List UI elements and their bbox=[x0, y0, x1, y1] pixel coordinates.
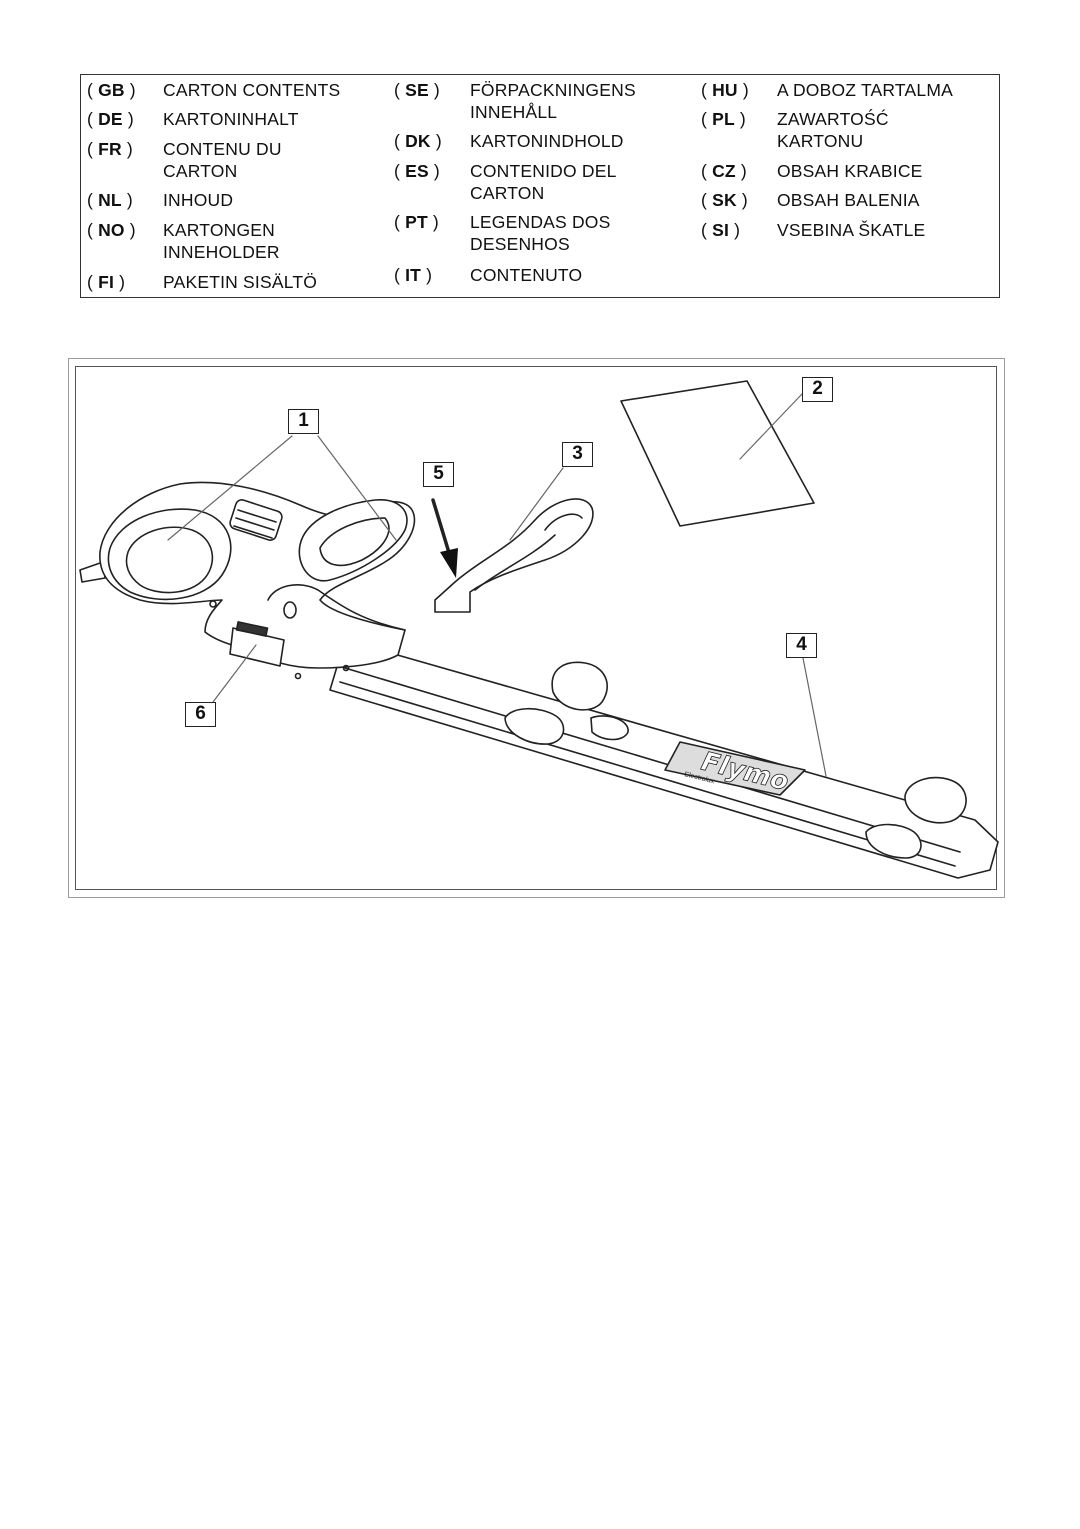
language-row-it: ( IT ) CONTENUTO bbox=[394, 264, 685, 286]
callout-3: 3 bbox=[562, 442, 593, 467]
manual-sheet bbox=[620, 380, 815, 527]
language-label: OBSAH KRABICE bbox=[777, 161, 923, 181]
language-row-es: ( ES ) CONTENIDO DEL CARTON bbox=[394, 160, 685, 204]
illustration-inner-border bbox=[75, 366, 997, 890]
insertion-arrow bbox=[431, 498, 458, 578]
language-row-no: ( NO ) KARTONGEN INNEHOLDER bbox=[87, 219, 378, 263]
leader-lines bbox=[167, 393, 827, 777]
language-code: PT bbox=[405, 212, 428, 232]
language-code: PL bbox=[712, 109, 735, 129]
language-code: GB bbox=[98, 80, 125, 100]
language-label: ZAWARTOŚĆ KARTONU bbox=[777, 109, 889, 151]
language-label: FÖRPACKNINGENS INNEHÅLL bbox=[470, 80, 636, 122]
language-row-sk: ( SK ) OBSAH BALENIA bbox=[701, 189, 992, 211]
language-code: SI bbox=[712, 220, 730, 240]
language-code: NL bbox=[98, 190, 122, 210]
language-row-fi: ( FI ) PAKETIN SISÄLTÖ bbox=[87, 271, 378, 293]
language-row-de: ( DE ) KARTONINHALT bbox=[87, 108, 378, 130]
language-code: FI bbox=[98, 272, 115, 292]
language-code: CZ bbox=[712, 161, 736, 181]
language-code: SE bbox=[405, 80, 429, 100]
language-row-si: ( SI ) VSEBINA ŠKATLE bbox=[701, 219, 992, 241]
illustration-frame bbox=[68, 358, 1005, 898]
callout-2: 2 bbox=[802, 377, 833, 402]
callout-6: 6 bbox=[185, 702, 216, 727]
language-row-pl: ( PL ) ZAWARTOŚĆ KARTONU bbox=[701, 108, 992, 152]
language-label: KARTONGEN INNEHOLDER bbox=[163, 220, 280, 262]
language-label: CONTENIDO DEL CARTON bbox=[470, 161, 617, 203]
language-label: A DOBOZ TARTALMA bbox=[777, 80, 953, 100]
callout-4: 4 bbox=[786, 633, 817, 658]
language-code: FR bbox=[98, 139, 122, 159]
language-row-dk: ( DK ) KARTONINDHOLD bbox=[394, 130, 685, 152]
language-label: OBSAH BALENIA bbox=[777, 190, 920, 210]
language-table: ( GB ) CARTON CONTENTS ( DE ) KARTONINHA… bbox=[80, 74, 1000, 298]
language-label: LEGENDAS DOS DESENHOS bbox=[470, 212, 611, 254]
main-body bbox=[79, 481, 416, 680]
language-row-hu: ( HU ) A DOBOZ TARTALMA bbox=[701, 79, 992, 101]
language-label: VSEBINA ŠKATLE bbox=[777, 220, 926, 240]
language-label: KARTONINHALT bbox=[163, 109, 299, 129]
language-code: DE bbox=[98, 109, 123, 129]
blade-bar bbox=[329, 639, 999, 879]
language-label: CARTON CONTENTS bbox=[163, 80, 341, 100]
language-code: SK bbox=[712, 190, 737, 210]
language-row-cz: ( CZ ) OBSAH KRABICE bbox=[701, 160, 992, 182]
language-code: NO bbox=[98, 220, 125, 240]
callout-1: 1 bbox=[288, 409, 319, 434]
language-row-se: ( SE ) FÖRPACKNINGENS INNEHÅLL bbox=[394, 79, 685, 123]
language-row-pt: ( PT ) LEGENDAS DOS DESENHOS bbox=[394, 211, 685, 255]
language-label: INHOUD bbox=[163, 190, 234, 210]
language-code: HU bbox=[712, 80, 738, 100]
language-label: KARTONINDHOLD bbox=[470, 131, 624, 151]
language-label: CONTENUTO bbox=[470, 265, 583, 285]
callout-5: 5 bbox=[423, 462, 454, 487]
language-row-nl: ( NL ) INHOUD bbox=[87, 189, 378, 211]
language-row-fr: ( FR ) CONTENU DU CARTON bbox=[87, 138, 378, 182]
language-row-gb: ( GB ) CARTON CONTENTS bbox=[87, 79, 378, 101]
language-code: IT bbox=[405, 265, 422, 285]
language-label: CONTENU DU CARTON bbox=[163, 139, 282, 181]
language-code: ES bbox=[405, 161, 429, 181]
language-label: PAKETIN SISÄLTÖ bbox=[163, 272, 318, 292]
hand-guard bbox=[434, 498, 594, 613]
language-code: DK bbox=[405, 131, 431, 151]
